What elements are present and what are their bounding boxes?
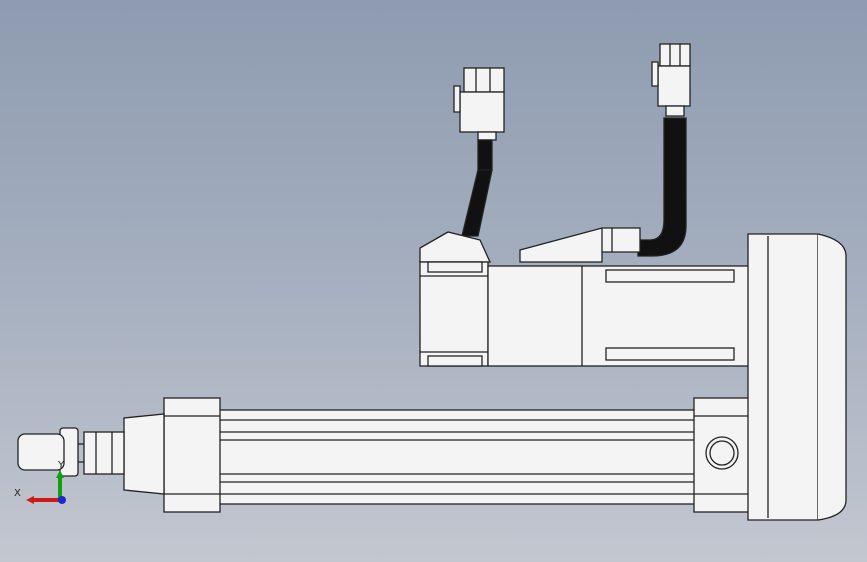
x-axis-label: X [14, 488, 21, 499]
x-axis-arrow [26, 496, 62, 504]
rod-end-eye [17, 427, 84, 477]
y-axis-arrow [56, 470, 64, 498]
right-connector [651, 43, 691, 117]
motor-top-left-bump [419, 231, 492, 263]
left-cable [461, 139, 493, 237]
actuator-main-tube [217, 409, 697, 505]
motor-rear-block [419, 261, 489, 367]
z-axis-dot [58, 496, 66, 504]
actuator-front-flange [163, 397, 221, 513]
left-connector [453, 67, 505, 141]
axis-triad: X Y [14, 460, 66, 504]
right-cable [637, 117, 687, 257]
y-axis-label: Y [57, 460, 65, 471]
rod-nut [83, 431, 125, 475]
side-cover [747, 233, 847, 521]
actuator-rear-block [693, 397, 757, 513]
motor-top-right-bump [519, 227, 641, 263]
rod-nose [123, 413, 165, 495]
motor-body [487, 265, 751, 367]
